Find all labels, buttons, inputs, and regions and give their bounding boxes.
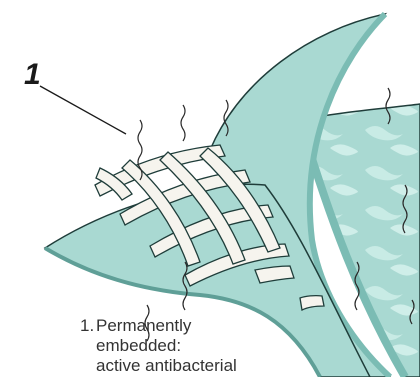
caption-line-3: active antibacterial xyxy=(80,356,280,376)
caption-line-1: Permanently xyxy=(96,316,191,335)
caption: 1.Permanently embedded: active antibacte… xyxy=(80,316,280,377)
callout-number: 1 xyxy=(24,60,41,90)
caption-line-2: embedded: xyxy=(80,336,280,356)
callout-leader-line xyxy=(40,86,126,134)
caption-number: 1. xyxy=(80,316,96,336)
